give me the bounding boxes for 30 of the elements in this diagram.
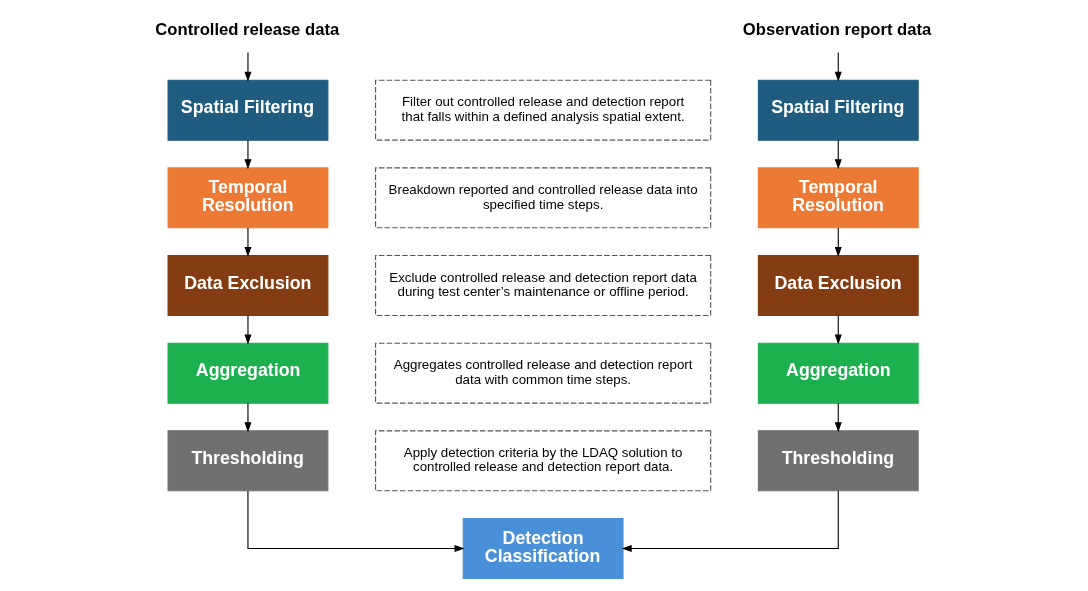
node-box: Spatial Filtering xyxy=(757,79,919,141)
node-box: Apply detection criteria by the LDAQ solution to controlled release and detection report data. xyxy=(374,430,711,492)
arrow xyxy=(243,139,251,170)
node-box: Detection Classification xyxy=(462,517,624,579)
arrow xyxy=(243,315,251,345)
node-box: Data Exclusion xyxy=(167,255,328,317)
node-box: Filter out controlled release and detection report that falls within a defined analysis spatial extent. xyxy=(374,79,711,141)
arrow xyxy=(834,52,842,82)
node-box: Breakdown reported and controlled release data into specified time steps. xyxy=(374,167,711,229)
arrow xyxy=(243,402,251,433)
node-box: Thresholding xyxy=(167,430,328,492)
arrow xyxy=(834,315,842,345)
node-box: Temporal Resolution xyxy=(757,167,919,229)
node-box: Aggregation xyxy=(757,342,919,404)
arrow xyxy=(243,227,251,257)
node-text: Observation report data xyxy=(742,20,931,40)
arrow xyxy=(834,402,842,433)
node-box: Thresholding xyxy=(757,430,919,492)
arrow xyxy=(834,139,842,170)
node-box: Spatial Filtering xyxy=(167,79,328,141)
arrow xyxy=(246,490,465,552)
node-text: Controlled release data xyxy=(154,20,339,40)
node-box: Aggregation xyxy=(167,342,328,404)
node-box: Exclude controlled release and detection report data during test center’s maintenance or offline period. xyxy=(374,255,711,317)
arrow xyxy=(621,490,839,552)
node-box: Data Exclusion xyxy=(757,255,919,317)
arrow xyxy=(243,52,251,82)
node-box: Aggregates controlled release and detection report data with common time steps. xyxy=(374,342,711,404)
node-box: Temporal Resolution xyxy=(167,167,328,229)
arrow xyxy=(834,227,842,257)
